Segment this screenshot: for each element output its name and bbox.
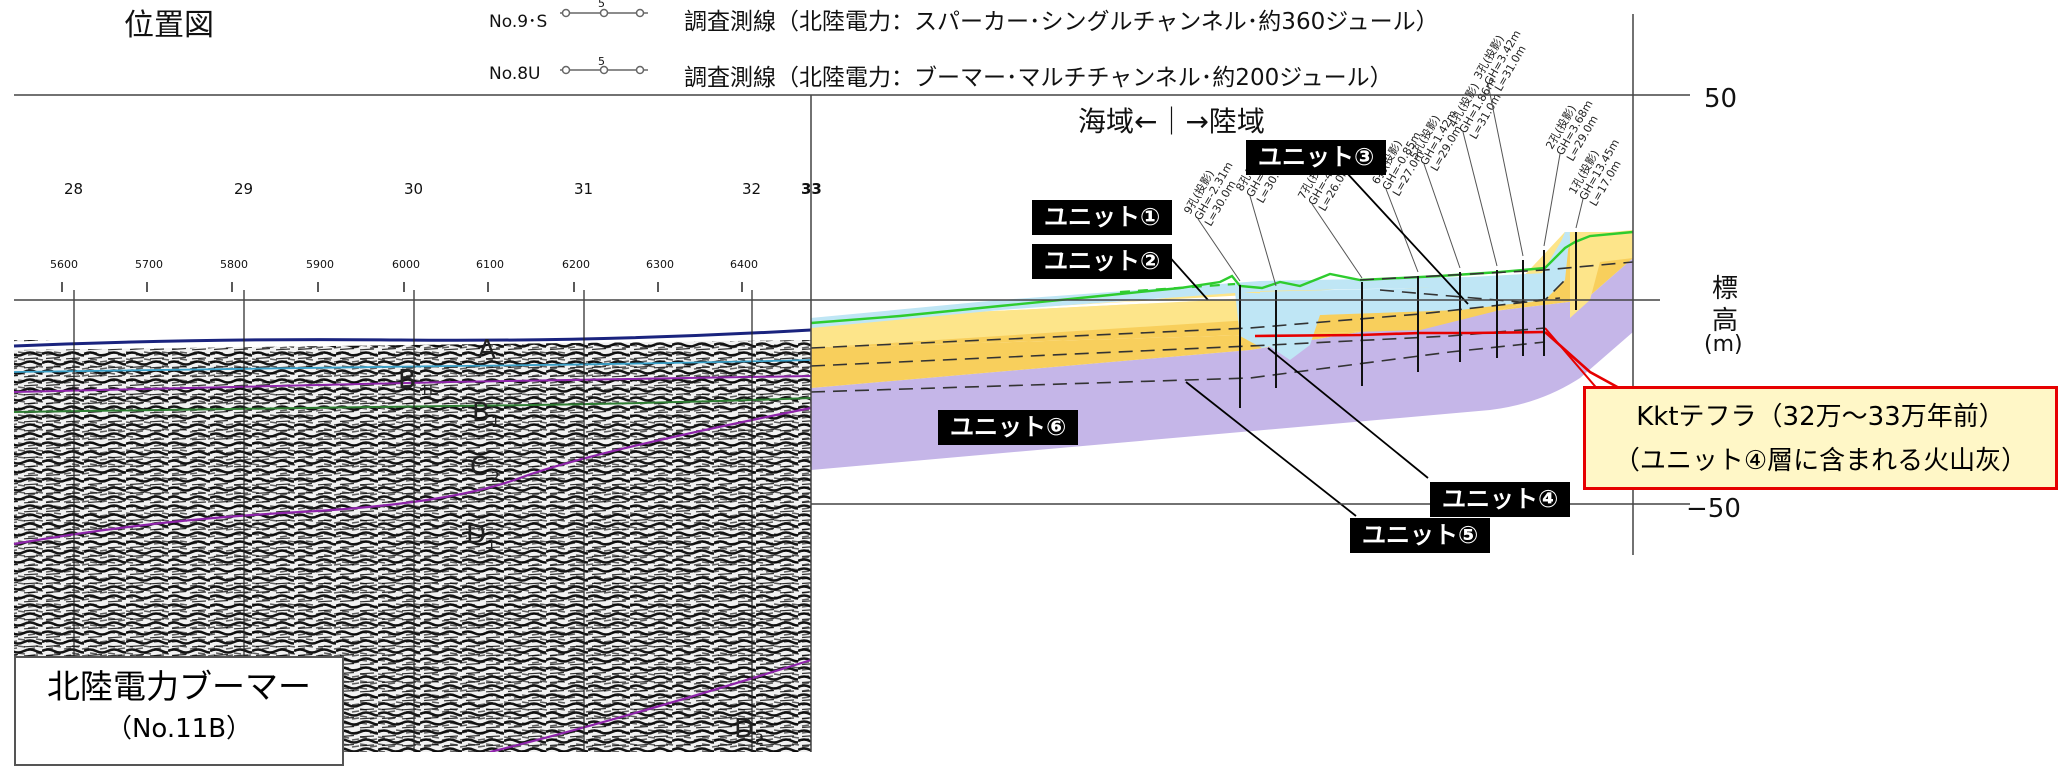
reflector-label-b1l: B: [398, 365, 416, 395]
distance-tick-label: 6100: [476, 258, 504, 271]
unit-4-leader: [1267, 347, 1429, 479]
kkt-tephra-callout: Kktテフラ（32万～33万年前） （ユニット④層に含まれる火山灰）: [1583, 386, 2058, 490]
reflector-label-b1: B: [472, 398, 490, 428]
seismic-top-mask: [14, 327, 811, 350]
unit-4-label: ユニット④: [1430, 482, 1571, 517]
reflector-b1-line: [13, 397, 812, 413]
unit-3-leader: [1345, 171, 1469, 305]
reflector-label-d1: D: [466, 520, 487, 550]
km-tick-label: 30: [404, 180, 424, 198]
legend-code-spark: No.9･S: [489, 12, 548, 32]
legend-line-spark-marker: [599, 8, 609, 18]
elevation-label: 高: [1712, 306, 1739, 336]
distance-tick-label: 6000: [392, 258, 420, 271]
reflector-c2-line: [13, 406, 812, 546]
legend-line-boomer-marker: [635, 65, 645, 75]
reflector-b1l-line: [13, 375, 812, 393]
borehole-leader: [1311, 203, 1363, 279]
borehole-leader: [1462, 131, 1498, 267]
unit-2-land: [1570, 230, 1633, 318]
borehole-leader: [1197, 218, 1241, 282]
legend-line-spark-marker: [561, 8, 571, 18]
km-tick-label: 28: [64, 180, 84, 198]
geo-background: [811, 258, 1633, 752]
reflector-label-c2-sub: 2: [491, 470, 500, 486]
legend-line-boomer-marker: [561, 65, 571, 75]
km-tick-label: 32: [742, 180, 762, 198]
reflector-label-d2: D: [734, 714, 755, 744]
elevation-tick-bottom: −50: [1686, 494, 1741, 524]
unit-1-channel: [1235, 292, 1310, 348]
elevation-label: 標: [1712, 274, 1739, 304]
seismic-section: [13, 282, 812, 754]
seafloor-reflector: [13, 328, 812, 348]
unit-6-label: ユニット⑥: [938, 410, 1079, 445]
km-tick-label: 33: [801, 180, 822, 198]
elevation-label: (m): [1704, 332, 1743, 357]
section-subtitle: （No.11B）: [105, 714, 253, 744]
distance-tick-label: 6400: [730, 258, 758, 271]
ground-surface-line: [810, 230, 1634, 325]
reflector-label-b1l-sub: 1L: [420, 383, 437, 399]
unit-boundary-dashed: [810, 279, 1566, 349]
reflector-label-d1-sub: 1: [487, 538, 496, 554]
unit-1-label: ユニット①: [1032, 200, 1173, 235]
location-map-title: 位置図: [124, 8, 214, 43]
distance-tick-label: 5900: [306, 258, 334, 271]
section-title-box: 北陸電力ブーマー （No.11B）: [14, 656, 344, 766]
ground-surface-dashed: [1119, 282, 1236, 294]
unit-4-area: [811, 232, 1565, 348]
distance-tick-label: 6200: [562, 258, 590, 271]
borehole-leader: [1385, 188, 1419, 273]
reflector-d2-line: [489, 658, 812, 754]
borehole-leader: [1575, 198, 1584, 229]
unit-5-area: [811, 232, 1633, 388]
km-tick-label: 31: [574, 180, 594, 198]
reflector-label-b1-sub: 1: [491, 415, 500, 431]
legend-marker-num-spark: 5: [598, 0, 605, 10]
km-tick-label: 29: [234, 180, 254, 198]
unit-5-upper: [811, 232, 1633, 348]
borehole-leader: [1423, 163, 1461, 269]
reflector-label-c2: C: [470, 452, 489, 482]
reflector-label-a: A: [478, 335, 496, 365]
distance-tick-label: 5800: [220, 258, 248, 271]
section-title: 北陸電力ブーマー: [47, 667, 311, 706]
unit-5-leader: [1185, 381, 1357, 517]
sea-land-label: 海域←｜→陸域: [1078, 105, 1265, 138]
elevation-tick-top: 50: [1704, 84, 1738, 114]
unit-5-label: ユニット⑤: [1350, 518, 1491, 553]
kkt-tephra-line2: （ユニット④層に含まれる火山灰）: [1613, 446, 2028, 476]
reflector-label-d2-sub: 2: [755, 732, 764, 748]
legend-desc-spark: 調査測線（北陸電力：スパーカー･シングルチャンネル･約360ジュール）: [684, 9, 1439, 35]
reflector-a-line: [13, 359, 812, 373]
kkt-tephra-line: [1254, 330, 1546, 338]
legend-marker-num-boomer: 5: [598, 55, 605, 68]
borehole-leader: [1543, 153, 1561, 247]
unit-3-label: ユニット③: [1246, 140, 1387, 175]
distance-tick-label: 5600: [50, 258, 78, 271]
legend-code-boomer: No.8U: [489, 64, 541, 84]
borehole-leader: [1487, 83, 1524, 257]
legend-line-spark-marker: [635, 8, 645, 18]
unit-2-leader: [1165, 252, 1209, 301]
legend-desc-boomer: 調査測線（北陸電力：ブーマー･マルチチャンネル･約200ジュール）: [684, 65, 1393, 91]
kkt-tephra-line1: Kktテフラ（32万～33万年前）: [1636, 402, 2005, 432]
borehole-leader: [1249, 195, 1277, 287]
unit-2-label: ユニット②: [1032, 244, 1173, 279]
distance-tick-label: 6300: [646, 258, 674, 271]
legend-line-boomer-marker: [599, 65, 609, 75]
distance-tick-label: 5700: [135, 258, 163, 271]
